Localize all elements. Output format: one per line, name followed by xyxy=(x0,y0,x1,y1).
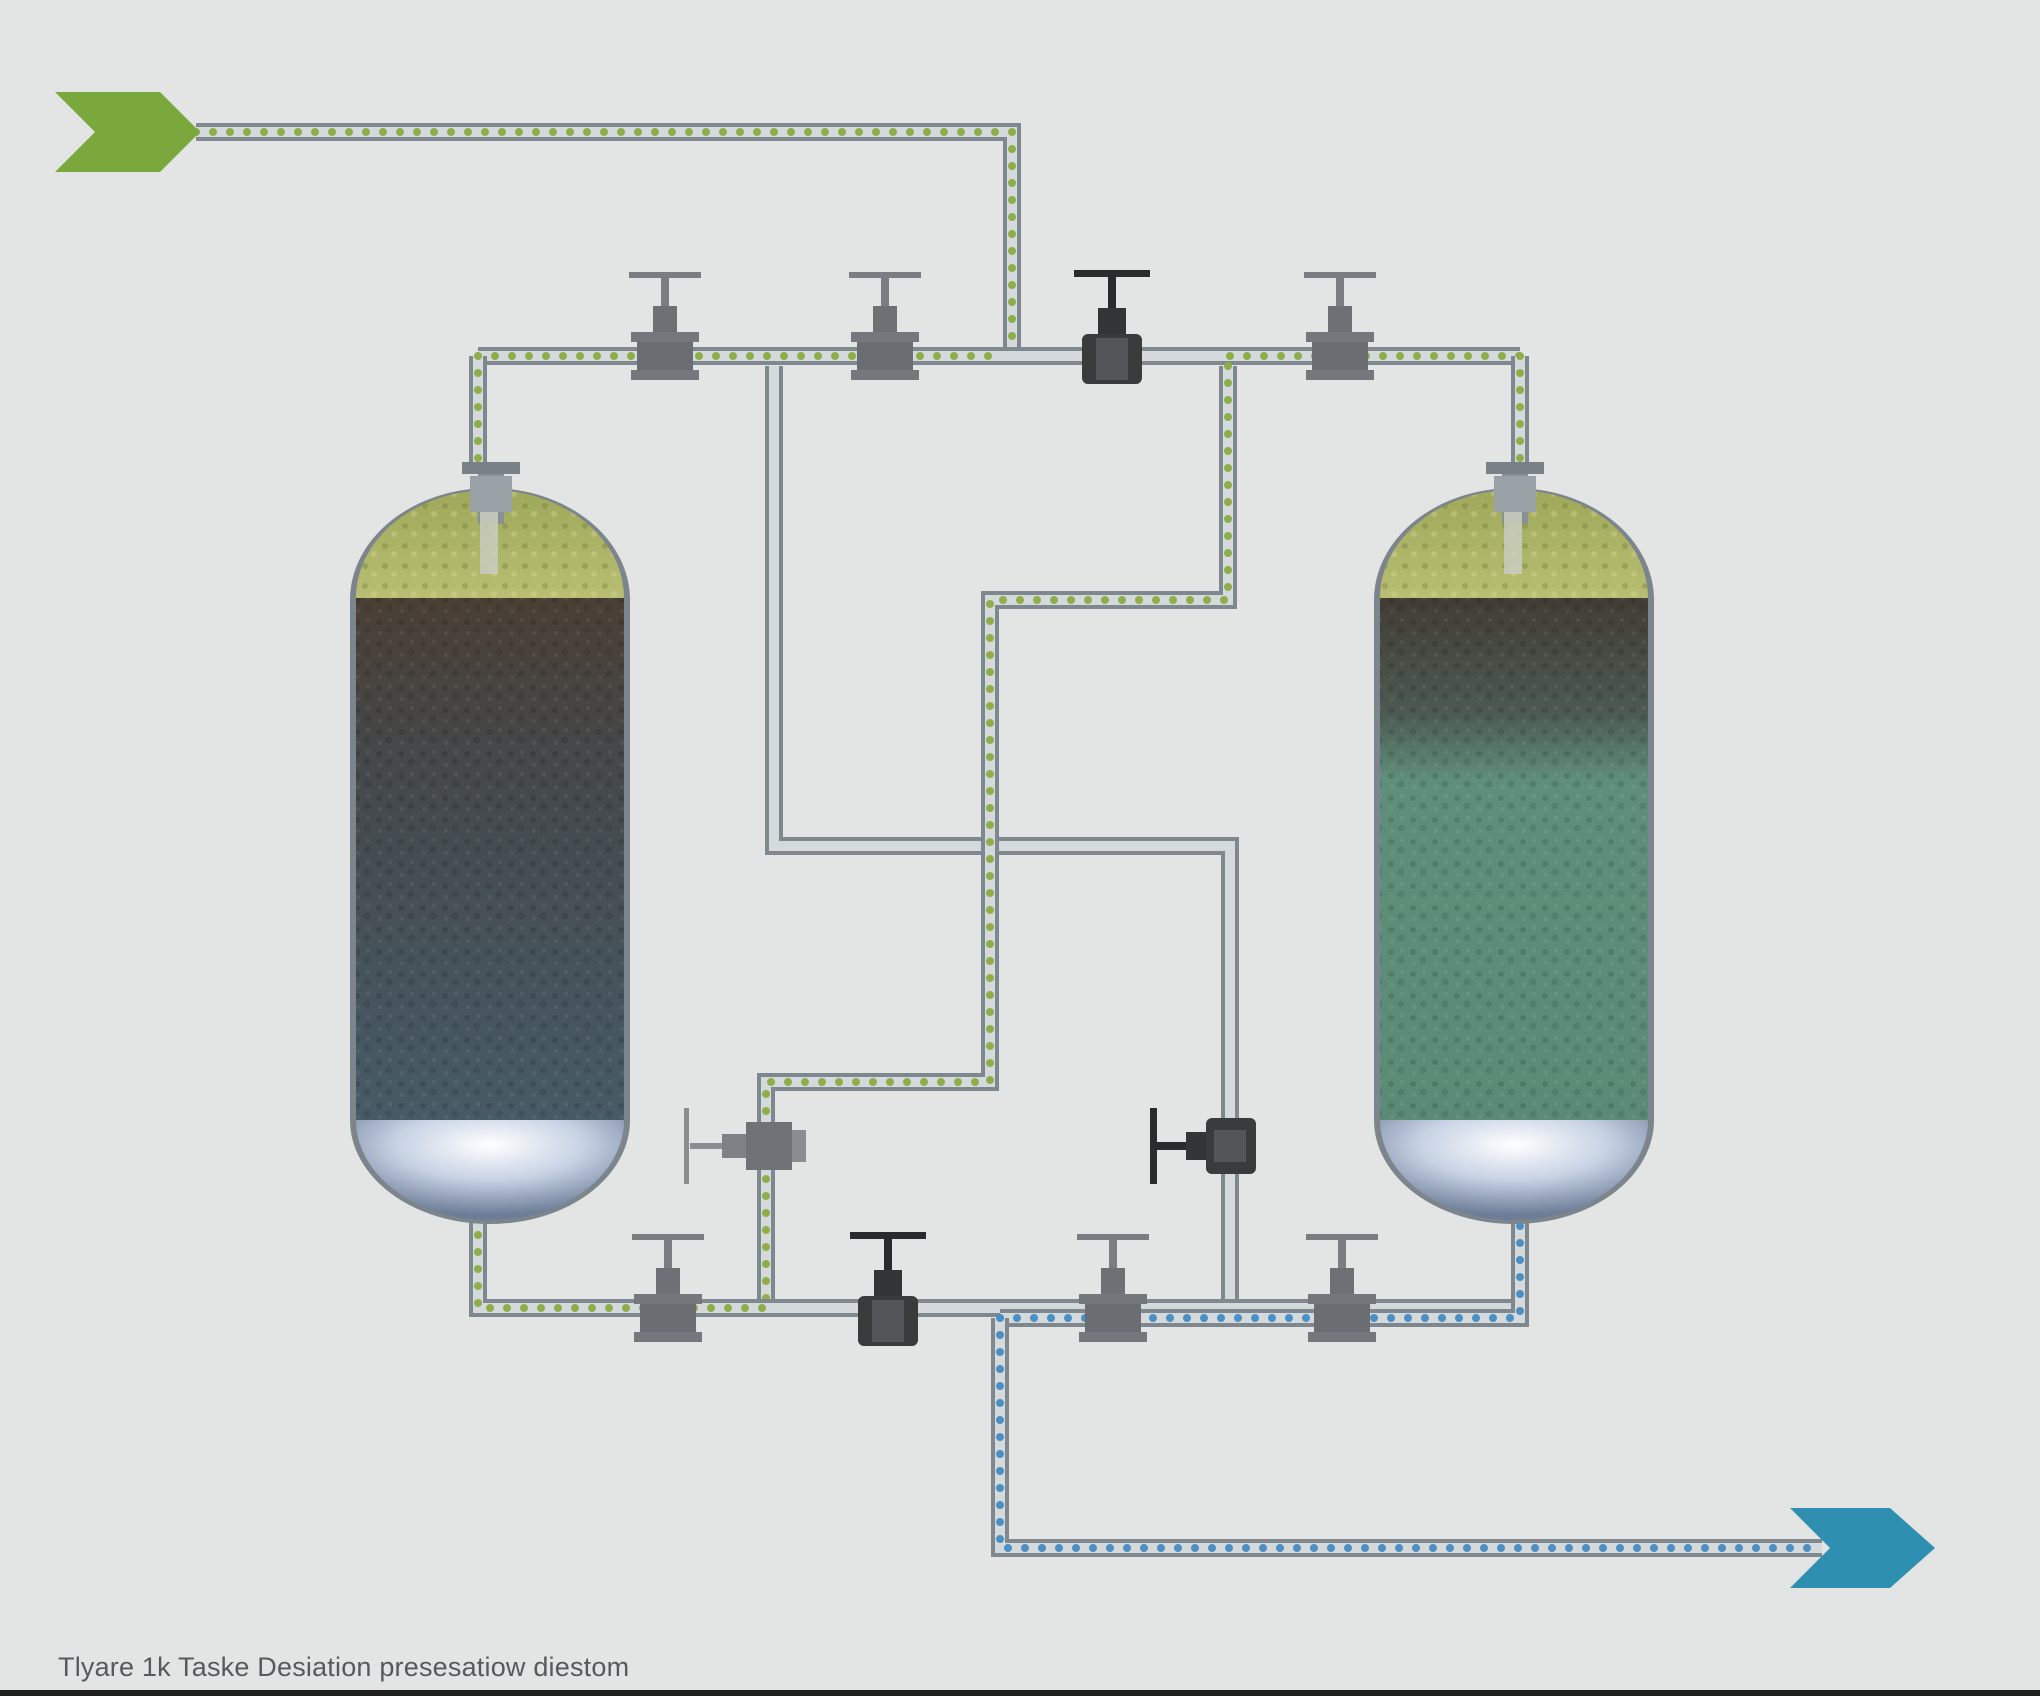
figure-caption: Tlyare 1k Taske Desiation presesatiow di… xyxy=(58,1652,630,1682)
outlet-pipe xyxy=(991,1314,1826,1557)
crossover-pipe-a xyxy=(765,366,1239,1308)
crossover-valve-right-dark[interactable] xyxy=(1150,1108,1256,1184)
bottom-valve-3[interactable] xyxy=(1077,1234,1149,1342)
pipe-network xyxy=(192,123,1826,1557)
bottom-valve-1[interactable] xyxy=(632,1234,704,1342)
bottom-border xyxy=(0,1690,2040,1696)
crossover-pipe-b xyxy=(757,362,1237,1312)
top-valve-4[interactable] xyxy=(1304,272,1376,380)
bottom-valve-2-dark[interactable] xyxy=(850,1232,926,1346)
bottom-header-right-beads xyxy=(996,1214,1529,1327)
right-vessel-bottom-head xyxy=(1380,1120,1648,1220)
outlet-arrow-icon xyxy=(1790,1508,1935,1588)
bottom-valve-4[interactable] xyxy=(1306,1234,1378,1342)
top-valve-2[interactable] xyxy=(849,272,921,380)
top-valve-3-dark[interactable] xyxy=(1074,270,1150,384)
left-vessel-bottom-head xyxy=(356,1120,624,1220)
bottom-header-left-beads xyxy=(469,1214,770,1317)
crossover-valve-left[interactable] xyxy=(684,1108,806,1184)
right-adsorber-vessel xyxy=(1374,462,1654,1224)
left-adsorber-vessel xyxy=(350,462,630,1224)
inlet-arrow-icon xyxy=(55,92,200,172)
top-valve-1[interactable] xyxy=(629,272,701,380)
valve-group xyxy=(629,270,1378,1346)
